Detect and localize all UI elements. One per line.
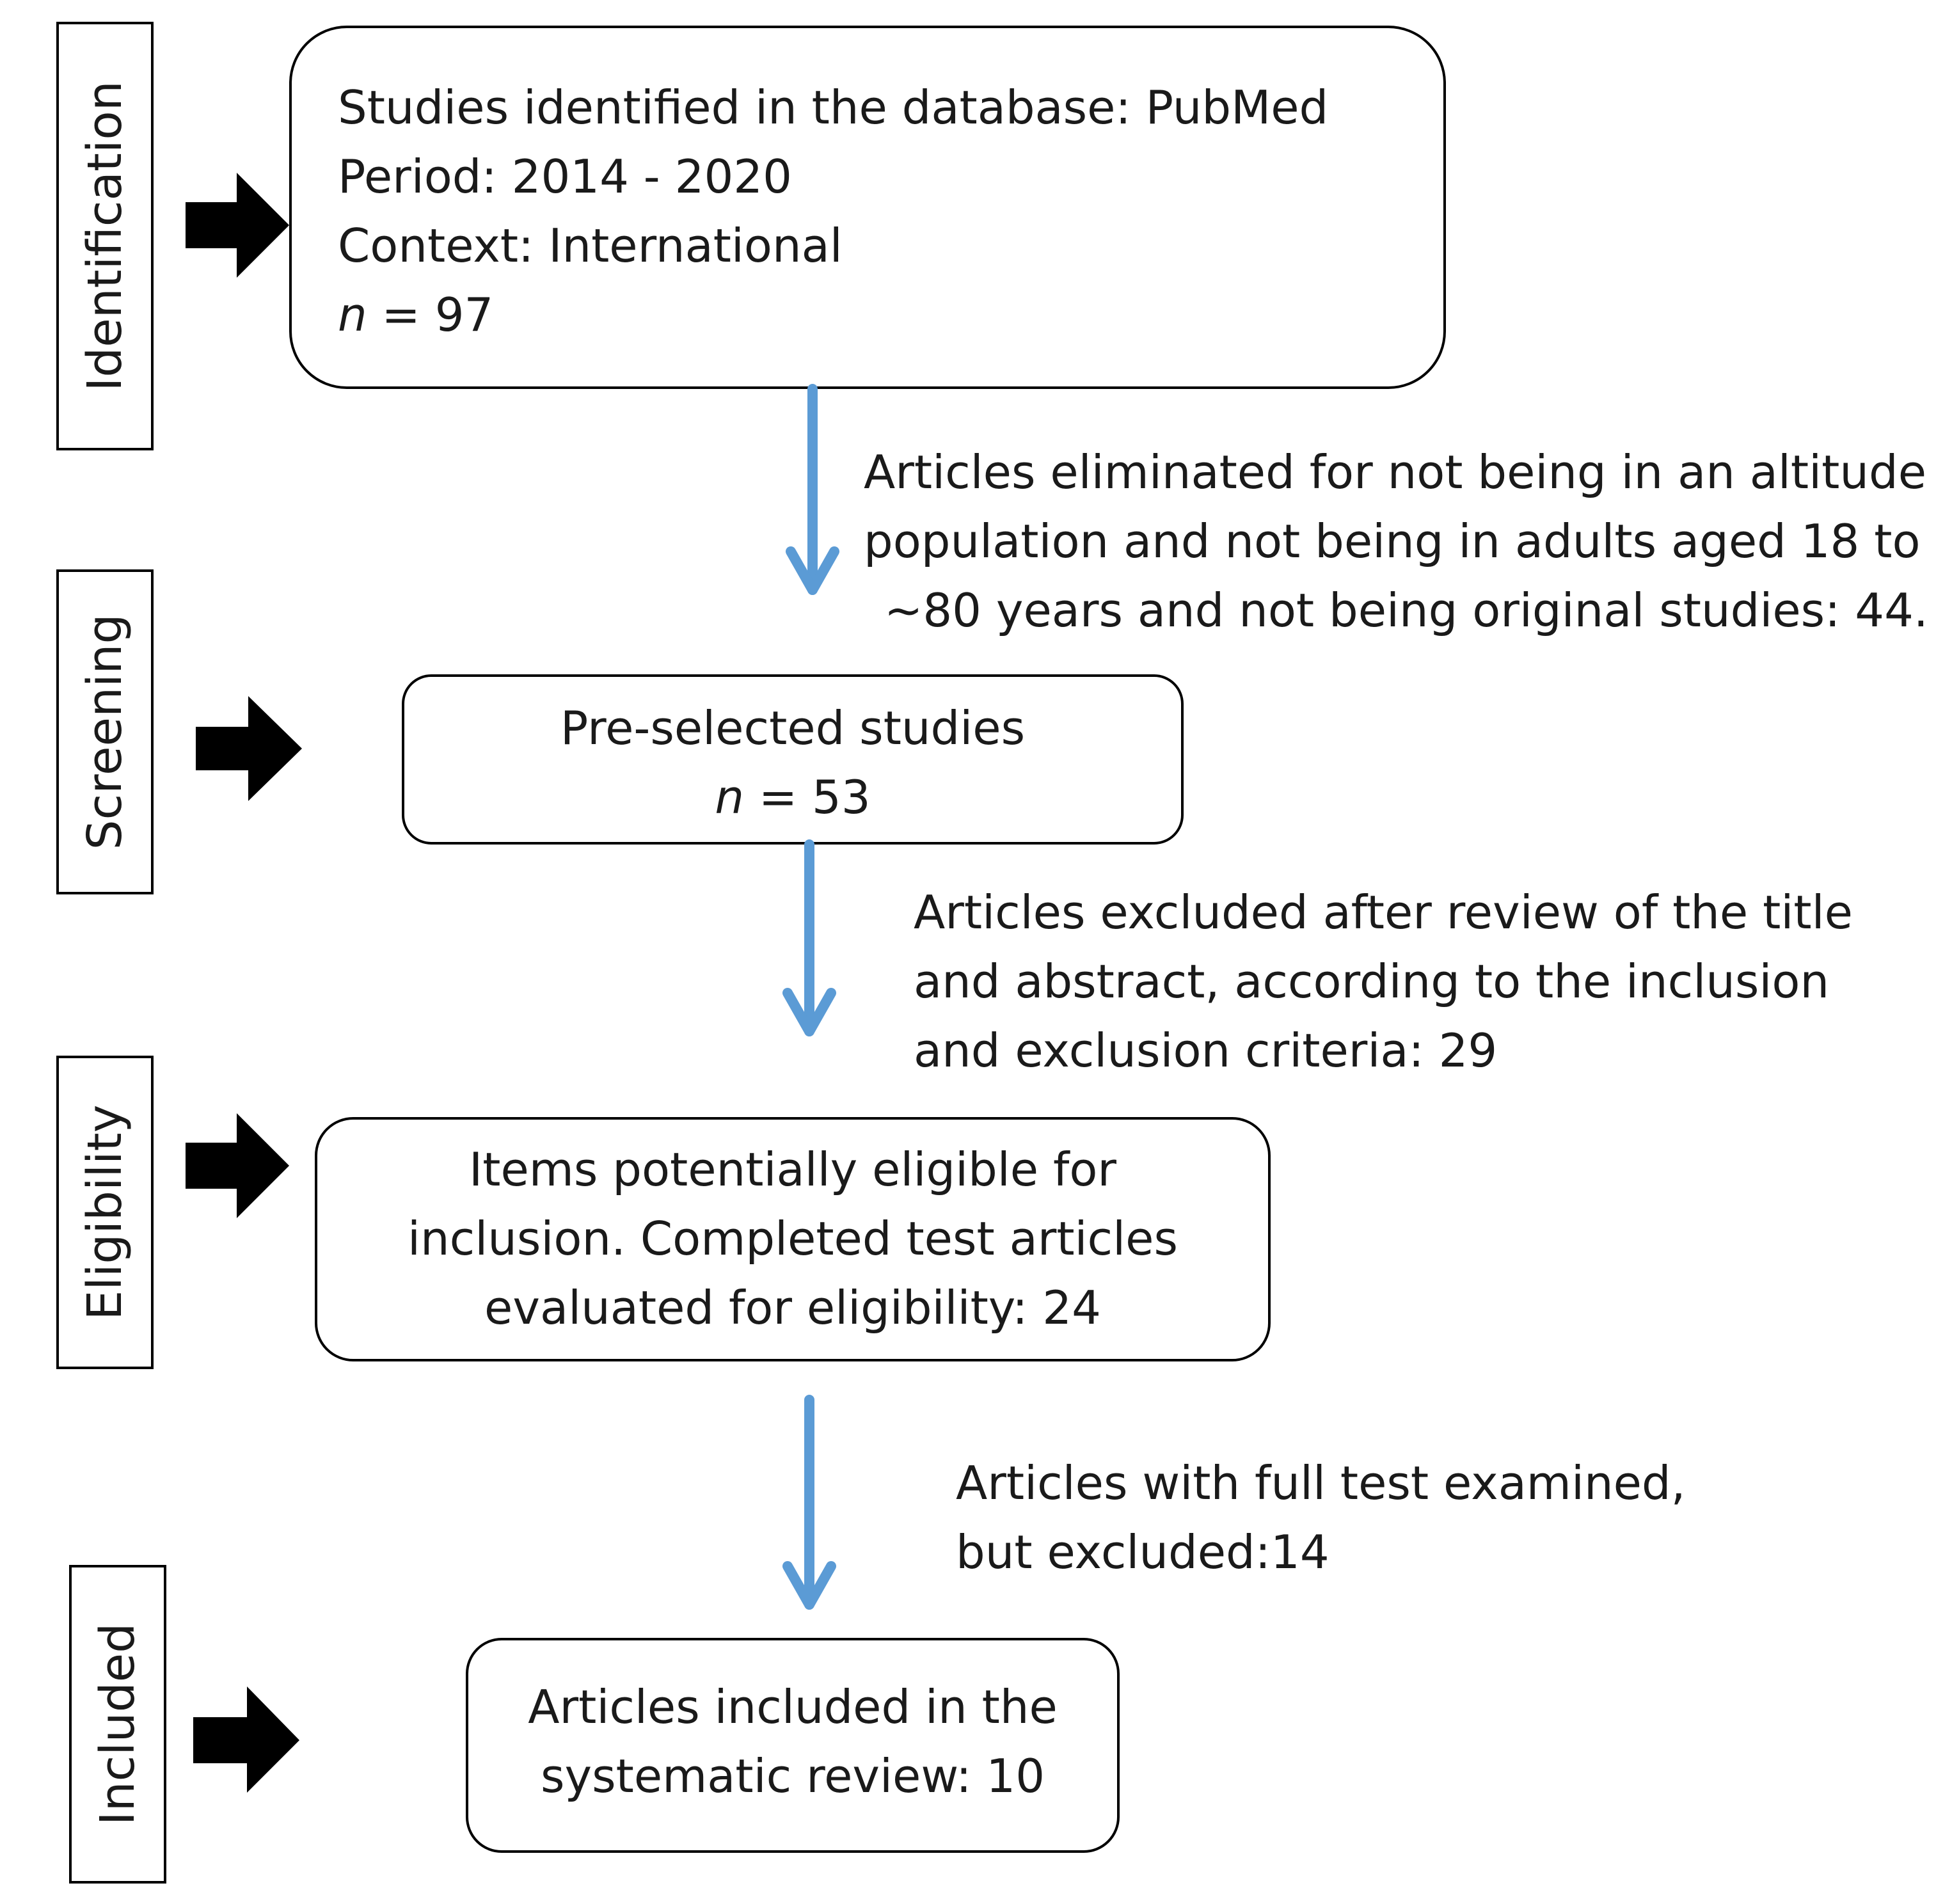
eligibility-line-1: Items potentially eligible for [469, 1143, 1116, 1196]
note-1-line-1: Articles eliminated for not being in an … [864, 445, 1926, 499]
box-included: Articles included in the systematic revi… [466, 1638, 1120, 1853]
note-2-line-1: Articles excluded after review of the ti… [914, 885, 1853, 939]
n-symbol: n [338, 288, 367, 342]
screening-line-1: Pre-selected studies [560, 701, 1026, 755]
note-after-eligibility: Articles with full test examined, but ex… [956, 1448, 1685, 1587]
n-symbol: n [715, 770, 744, 824]
stage-arrow-eligibility [186, 1113, 289, 1218]
note-1-line-3: ~80 years and not being original studies… [884, 583, 1928, 637]
flow-arrow-2 [782, 839, 836, 1036]
note-3-line-2: but excluded:14 [956, 1525, 1329, 1579]
box-screening: Pre-selected studies n = 53 [402, 674, 1184, 845]
identification-line-2: Period: 2014 - 2020 [338, 150, 792, 203]
flow-arrow-3 [782, 1395, 836, 1610]
note-2-line-2: and abstract, according to the inclusion [914, 955, 1830, 1008]
identification-line-1: Studies identified in the database: PubM… [338, 81, 1329, 134]
stage-eligibility: Eligibility [56, 1056, 154, 1369]
note-after-identification: Articles eliminated for not being in an … [864, 438, 1928, 645]
identification-count: n = 97 [338, 280, 1443, 349]
identification-line-3: Context: International [338, 219, 843, 273]
eligibility-line-3: evaluated for eligibility: 24 [484, 1281, 1101, 1335]
stage-included: Included [69, 1565, 166, 1884]
screening-n-value: = 53 [743, 770, 871, 824]
stage-arrow-identification [186, 173, 289, 278]
flow-arrow-1 [786, 384, 839, 595]
box-eligibility: Items potentially eligible for inclusion… [315, 1117, 1271, 1361]
stage-arrow-screening [196, 696, 302, 801]
identification-n-value: = 97 [367, 288, 494, 342]
included-line-2: systematic review: 10 [540, 1749, 1045, 1803]
eligibility-line-2: inclusion. Completed test articles [408, 1212, 1178, 1265]
note-3-line-1: Articles with full test examined, [956, 1456, 1686, 1510]
stage-arrow-included [193, 1686, 299, 1793]
stage-screening: Screening [56, 569, 154, 894]
stage-identification: Identification [56, 22, 154, 450]
included-line-1: Articles included in the [528, 1680, 1058, 1734]
note-1-line-2: population and not being in adults aged … [864, 514, 1921, 568]
note-after-screening: Articles excluded after review of the ti… [914, 878, 1853, 1085]
note-2-line-3: and exclusion criteria: 29 [914, 1024, 1498, 1077]
box-identification: Studies identified in the database: PubM… [289, 26, 1446, 389]
screening-count: n = 53 [404, 763, 1181, 832]
